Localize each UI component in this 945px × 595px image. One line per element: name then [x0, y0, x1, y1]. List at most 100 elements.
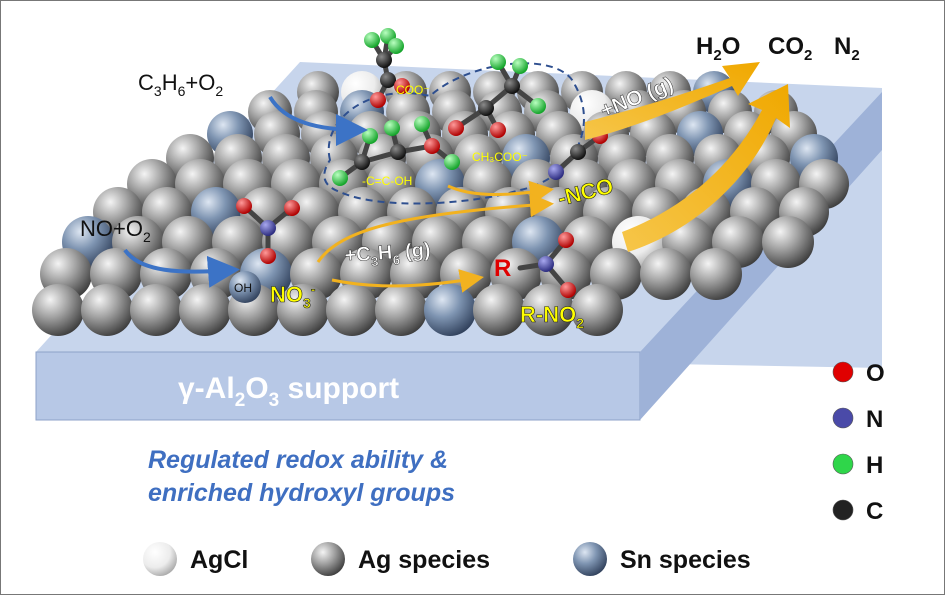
reactant-no-o2: NO+O2 [80, 216, 151, 245]
reactant-plus-o: +O [185, 70, 215, 95]
particle-ag [375, 284, 427, 336]
product-n2-sub: 2 [851, 47, 859, 64]
reactant-arrow-no [123, 248, 240, 288]
atom-H [364, 32, 380, 48]
label-nitrate-sup: - [311, 281, 316, 297]
atom-legend-swatch [832, 407, 854, 429]
label-c3h6-gas: +C3H6 (g) [344, 239, 432, 271]
species-legend-swatch [573, 542, 607, 576]
label-c3h6-gas-h-sub: 6 [392, 252, 400, 267]
product-h2o-sub: 2 [713, 47, 721, 64]
atom-C [380, 72, 396, 88]
atom-legend-item: H [832, 452, 883, 479]
pathway-arrow-nitrate-to-rno2 [331, 269, 484, 293]
product-co2: CO [768, 33, 804, 60]
label-c3h6-gas-g: (g) [399, 239, 432, 263]
particle-ag [277, 284, 329, 336]
pathway-arrow-acetate-to-nco [447, 180, 554, 205]
atom-H [388, 38, 404, 54]
reactant-no-o-sub: 2 [143, 229, 151, 245]
atom-O [284, 200, 300, 216]
caption-line-2: enriched hydroxyl groups [148, 479, 455, 507]
support-label-word: support [279, 372, 399, 405]
particle-ag [32, 284, 84, 336]
label-r-no2: R-NO2 [520, 302, 584, 331]
particle-ag [179, 284, 231, 336]
atom-legend-item: O [832, 360, 885, 387]
support-label-al: γ-Al [178, 372, 235, 405]
pathway-arrow-nitrate-to-nco [316, 193, 554, 263]
atom-O [560, 282, 576, 298]
atom-legend-swatch [832, 499, 854, 521]
product-h2o-end: O [722, 33, 741, 60]
particle-ag [130, 284, 182, 336]
product-arrow-lower [622, 84, 790, 252]
atom-O [558, 232, 574, 248]
label-r-no2-sub: 2 [576, 315, 584, 331]
species-legend-item: Sn species [573, 542, 751, 576]
caption-line-1: Regulated redox ability & [148, 446, 448, 474]
reactant-no-plus-o: NO+O [80, 216, 143, 241]
atom-H [530, 98, 546, 114]
product-h2o: H [696, 33, 713, 60]
atom-H [444, 154, 460, 170]
atom-N [548, 164, 564, 180]
reactant-h-sub: 6 [178, 83, 186, 99]
label-r: R [494, 255, 511, 282]
species-legend-swatch [143, 542, 177, 576]
label-c3h6-gas-c-sub: 3 [371, 254, 379, 269]
support-label: γ-Al2O3 support [178, 372, 399, 411]
support-label-al-sub: 2 [235, 390, 246, 411]
atom-H [384, 120, 400, 136]
particle-ag [690, 248, 742, 300]
product-arrow-upper [585, 62, 760, 140]
species-legend-swatch [311, 542, 345, 576]
atom-N [538, 256, 554, 272]
particle-ag [522, 284, 574, 336]
atom-O [236, 198, 252, 214]
species-legend-label: AgCl [190, 546, 248, 574]
atom-O [424, 138, 440, 154]
support-label-o-sub: 3 [269, 390, 280, 411]
atom-legend-item: N [832, 406, 883, 433]
atom-H [362, 128, 378, 144]
support-label-o: O [245, 372, 268, 405]
atom-C [354, 154, 370, 170]
label-coo: COO⁻ [396, 83, 430, 97]
species-legend-item: Ag species [311, 542, 490, 576]
atom-C [376, 52, 392, 68]
atom-C [504, 78, 520, 94]
label-nitrate-no: NO [270, 282, 303, 307]
particle-ag [326, 284, 378, 336]
molecules [236, 28, 608, 298]
atom-legend-swatch [832, 361, 854, 383]
reactant-arrow-c3h6 [268, 95, 368, 146]
atom-O [490, 122, 506, 138]
product-formulas: H2O CO2 N2 [696, 33, 860, 66]
atom-legend-label: H [866, 452, 883, 479]
species-legend: AgCl Ag species Sn species [143, 542, 751, 576]
particle-ag [762, 216, 814, 268]
atom-O [448, 120, 464, 136]
atom-legend-label: O [866, 360, 885, 387]
product-n2: N [834, 33, 851, 60]
atom-C [478, 100, 494, 116]
particle-sn [424, 284, 476, 336]
particle-bed [32, 71, 849, 336]
label-oh: OH [234, 281, 252, 295]
atom-C [390, 144, 406, 160]
species-legend-label: Sn species [620, 546, 751, 574]
atom-legend-label: C [866, 498, 883, 525]
reactant-c: C [138, 70, 154, 95]
particle-ag [473, 284, 525, 336]
product-co2-sub: 2 [804, 47, 812, 64]
label-enol: -C=C-OH [362, 174, 412, 188]
reactant-o-sub: 2 [215, 83, 223, 99]
label-nitrate: NO3- [270, 281, 316, 311]
label-r-no2-text: R-NO [520, 302, 576, 327]
label-c3h6-gas-c: +C [344, 243, 372, 267]
atom-legend-item: C [832, 498, 883, 525]
species-legend-item: AgCl [143, 542, 248, 576]
reactant-h: H [162, 70, 178, 95]
